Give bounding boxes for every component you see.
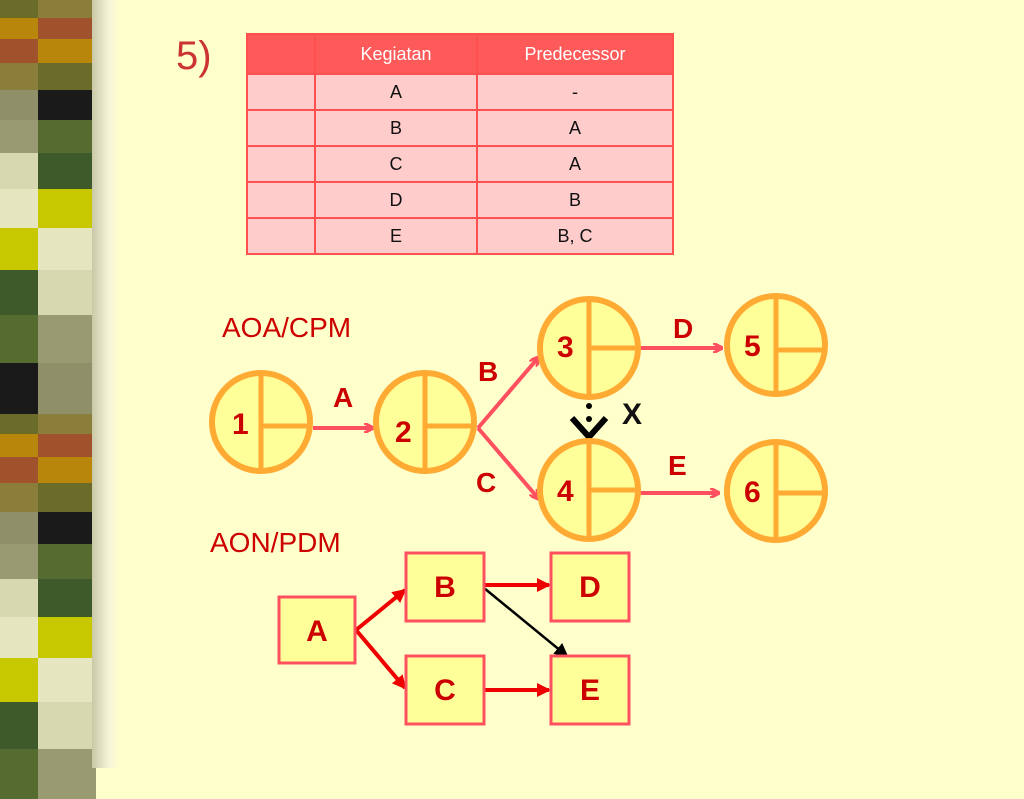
aoa-label-d: D [673,313,693,344]
aoa-node-label: 6 [744,476,761,509]
aoa-label-a: A [333,382,353,413]
aoa-title: AOA/CPM [222,312,352,343]
aoa-node-5: 5 [724,293,828,397]
aoa-node-label: 5 [744,330,761,363]
table-header-cell: Predecessor [476,33,674,75]
network-diagram: A B C D E X 1 2 3 4 5 6 [209,293,828,726]
table-cell [246,145,316,183]
table-cell [246,181,316,219]
aoa-node-label: 2 [395,416,412,449]
table-row: B A [246,109,674,147]
table-cell: B [476,181,674,219]
table-header-row: Kegiatan Predecessor [246,33,674,75]
aoa-edge-c [476,426,538,498]
table-cell: A [314,73,478,111]
aoa-edge-b [476,358,538,430]
dummy-label: X [622,398,642,431]
table-cell: D [314,181,478,219]
aoa-node-label: 3 [557,331,574,364]
table-header-cell [246,33,316,75]
aon-box-label: A [306,615,328,648]
table-cell: E [314,217,478,255]
aon-box-b: B [404,551,486,623]
table-cell: B, C [476,217,674,255]
aon-title: AON/PDM [210,527,341,558]
aoa-label-e: E [668,450,687,481]
aoa-node-label: 1 [232,408,249,441]
table-cell [246,109,316,147]
slide-number: 5) [176,34,212,78]
aon-edge-b-e [483,587,569,658]
aoa-label-b: B [478,356,498,387]
table-cell: C [314,145,478,183]
aon-box-a: A [277,595,357,665]
table-row: D B [246,181,674,219]
aon-box-label: D [579,571,601,604]
aoa-node-label: 4 [557,475,574,508]
aoa-node-4: 4 [537,438,641,542]
table-header-cell: Kegiatan [314,33,478,75]
table-row: C A [246,145,674,183]
aoa-label-c: C [476,467,496,498]
table-cell: B [314,109,478,147]
aon-box-label: B [434,571,456,604]
aoa-node-6: 6 [724,439,828,543]
table-row: E B, C [246,217,674,255]
aon-edge-a-b [354,588,407,632]
table-cell [246,217,316,255]
table-cell: A [476,145,674,183]
table-cell [246,73,316,111]
aon-box-d: D [549,551,631,623]
aon-box-c: C [404,654,486,726]
table-cell: A [476,109,674,147]
aon-edge-a-c [354,628,407,690]
aoa-node-3: 3 [537,296,641,400]
aon-box-label: E [580,674,600,707]
aoa-node-2: 2 [373,370,477,474]
predecessor-table: Kegiatan Predecessor A - B A C A D B E B… [246,33,674,255]
aon-box-e: E [549,654,631,726]
table-cell: - [476,73,674,111]
table-row: A - [246,73,674,111]
aoa-node-1: 1 [209,370,313,474]
aon-box-label: C [434,674,456,707]
